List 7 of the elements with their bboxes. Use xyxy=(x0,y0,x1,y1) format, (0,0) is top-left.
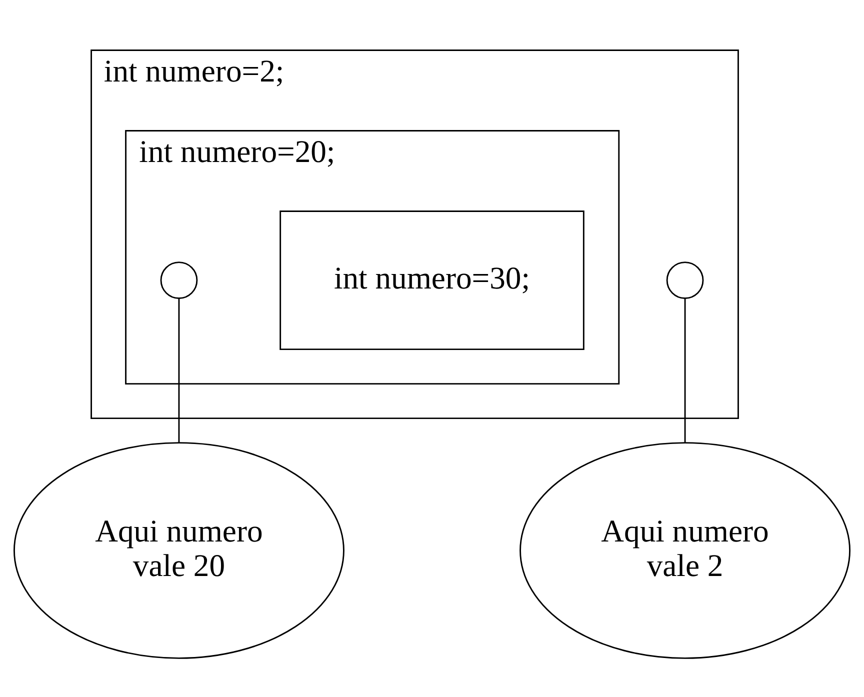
connector xyxy=(684,298,686,442)
node-circle xyxy=(666,262,704,299)
connector xyxy=(178,298,180,442)
node-box: int numero=30; xyxy=(280,210,584,350)
node-ellipse: Aqui numero vale 20 xyxy=(14,442,344,659)
node-circle xyxy=(160,262,198,299)
node-ellipse: Aqui numero vale 2 xyxy=(520,442,850,659)
